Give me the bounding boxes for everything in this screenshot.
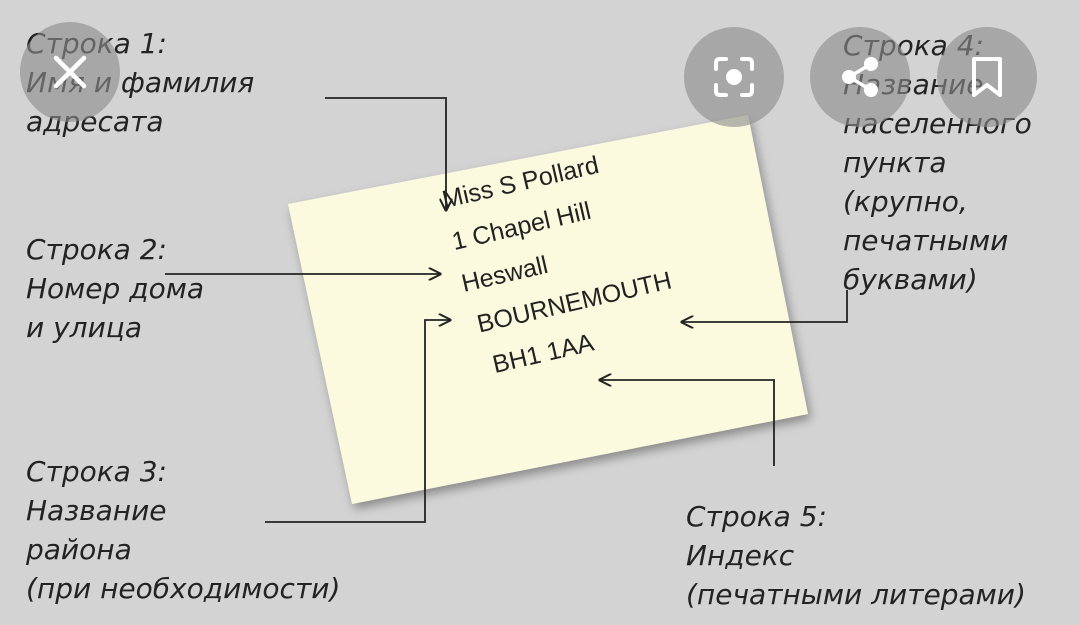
row2-line2: и улица: [26, 311, 142, 344]
share-icon: [842, 57, 878, 97]
share-button[interactable]: [810, 27, 910, 127]
bookmark-button[interactable]: [937, 27, 1037, 127]
row2-line1: Номер дома: [26, 272, 204, 305]
close-button[interactable]: [20, 22, 120, 122]
row2-label: Строка 2: Номер дома и улица: [26, 230, 204, 347]
row3-line1: Название: [26, 494, 167, 527]
connector-line-3: [265, 320, 450, 523]
row4-line5: печатными: [843, 224, 1009, 257]
row5-line1: Индекс: [686, 539, 795, 572]
lens-button[interactable]: [684, 27, 784, 127]
envelope-card: [288, 115, 808, 504]
row3-title: Строка 3:: [26, 455, 167, 488]
row4-line3: пункта: [843, 146, 947, 179]
connector-line-1: [325, 97, 446, 210]
row3-line3: (при необходимости): [26, 572, 341, 605]
row5-label: Строка 5: Индекс (печатными литерами): [686, 497, 1026, 614]
bookmark-icon: [972, 57, 1002, 97]
row5-title: Строка 5:: [686, 500, 827, 533]
row4-line6: буквами): [843, 263, 978, 296]
lens-icon: [714, 57, 754, 97]
row4-line4: (крупно,: [843, 185, 968, 218]
row5-line2: (печатными литерами): [686, 578, 1026, 611]
close-icon: [53, 55, 87, 89]
row2-title: Строка 2:: [26, 233, 167, 266]
connector-line-4: [682, 290, 848, 322]
row3-label: Строка 3: Название района (при необходим…: [26, 452, 340, 608]
connector-line-5: [600, 380, 775, 466]
row3-line2: района: [26, 533, 132, 566]
